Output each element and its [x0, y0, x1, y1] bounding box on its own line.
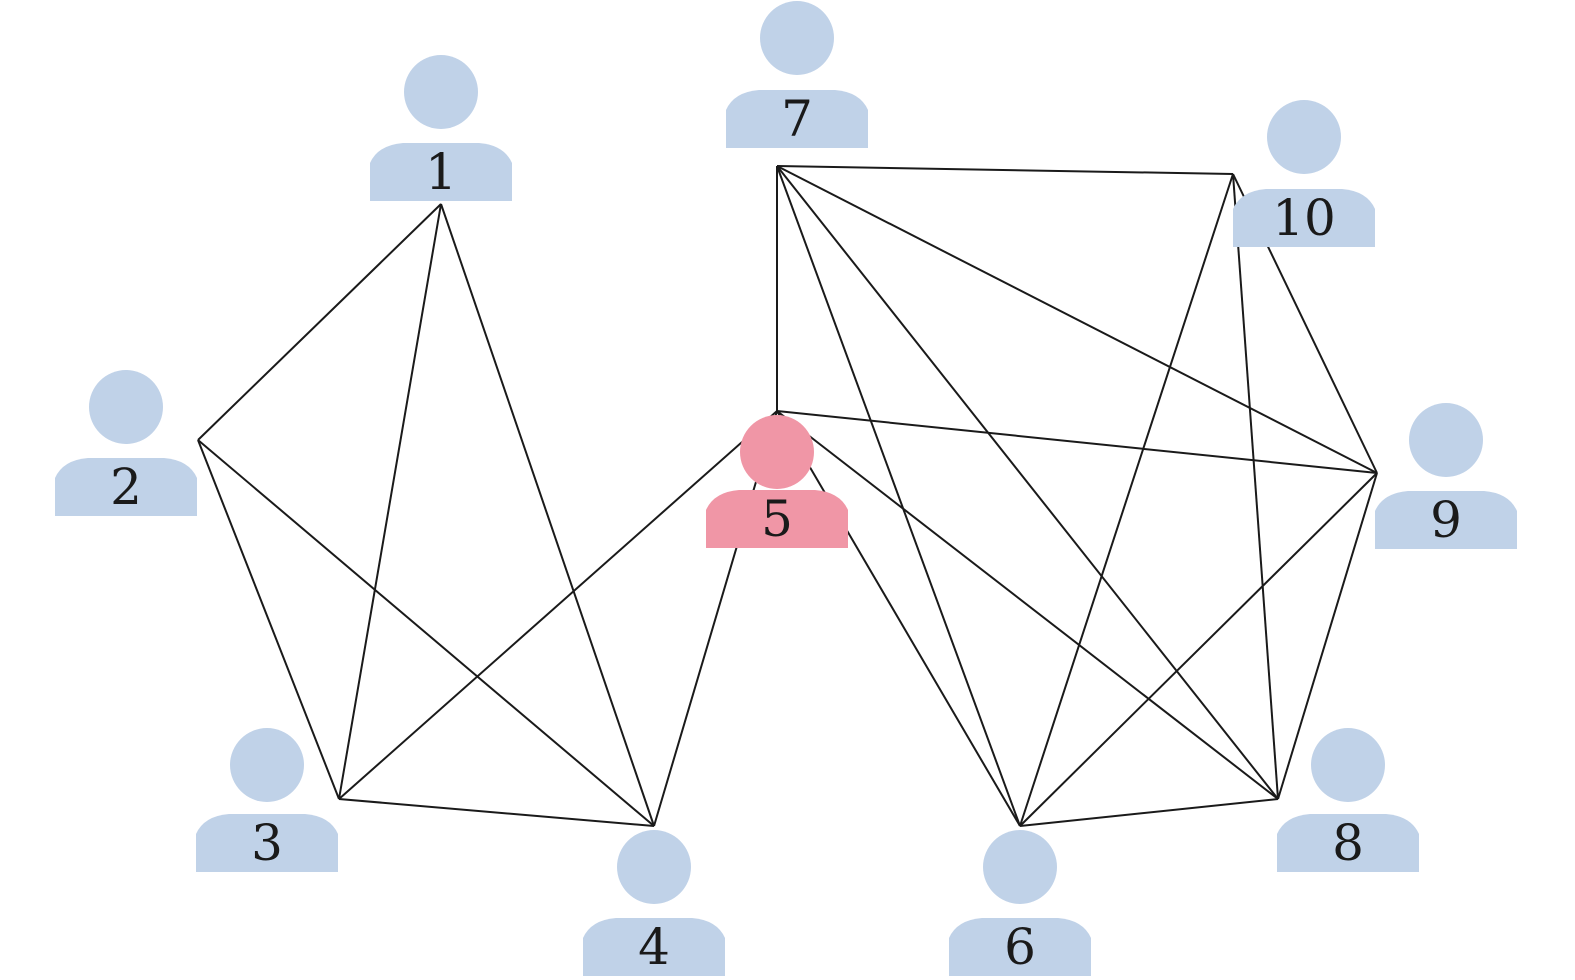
node-layer: 1 2 3 4 5 6 7 8 9 10 [55, 1, 1517, 976]
edge-2-3 [197, 439, 340, 800]
person-icon [949, 918, 1091, 976]
edge-1-4 [440, 203, 655, 827]
person-icon-head [1267, 100, 1341, 174]
node-label: 1 [425, 143, 457, 201]
node-label: 5 [761, 490, 793, 548]
edge-3-4 [338, 798, 655, 827]
node-label: 8 [1332, 814, 1364, 872]
person-icon [1277, 814, 1419, 872]
person-icon [726, 90, 868, 148]
node-3: 3 [196, 728, 338, 872]
node-label: 6 [1004, 918, 1036, 976]
edge-6-8 [1019, 798, 1279, 827]
person-icon-head [1409, 403, 1483, 477]
person-icon-head [760, 1, 834, 75]
person-icon [583, 918, 725, 976]
node-label: 2 [110, 458, 142, 516]
node-5: 5 [706, 415, 848, 548]
person-icon-head [230, 728, 304, 802]
node-1: 1 [370, 55, 512, 201]
node-6: 6 [949, 830, 1091, 976]
edge-3-5 [338, 410, 778, 800]
edge-2-4 [197, 439, 655, 827]
node-2: 2 [55, 370, 197, 516]
edge-10-8 [1232, 173, 1279, 800]
person-icon-head [983, 830, 1057, 904]
node-4: 4 [583, 830, 725, 976]
person-icon [706, 490, 848, 548]
edge-5-6 [776, 410, 1021, 827]
edge-7-9 [776, 165, 1378, 474]
edge-7-10 [776, 165, 1234, 175]
person-icon [1375, 491, 1517, 549]
person-icon [196, 814, 338, 872]
person-icon-head [89, 370, 163, 444]
edge-10-6 [1019, 173, 1234, 827]
edge-layer [197, 165, 1378, 827]
node-label: 3 [251, 814, 283, 872]
node-8: 8 [1277, 728, 1419, 872]
edge-5-8 [776, 410, 1279, 800]
node-label: 4 [638, 918, 670, 976]
person-icon-head [617, 830, 691, 904]
person-icon [1233, 189, 1375, 247]
edge-1-2 [197, 203, 442, 441]
edge-7-6 [776, 165, 1021, 827]
person-icon-head [404, 55, 478, 129]
node-9: 9 [1375, 403, 1517, 549]
person-icon-head [740, 415, 814, 489]
node-label: 7 [781, 90, 813, 148]
edge-1-3 [338, 203, 442, 800]
person-icon [370, 143, 512, 201]
node-label: 9 [1430, 491, 1462, 549]
edge-5-9 [776, 410, 1378, 474]
edge-7-8 [776, 165, 1279, 800]
edge-8-9 [1277, 472, 1378, 800]
node-7: 7 [726, 1, 868, 148]
person-icon-head [1311, 728, 1385, 802]
node-10: 10 [1233, 100, 1375, 247]
node-label: 10 [1272, 189, 1336, 247]
person-icon [55, 458, 197, 516]
edge-6-9 [1019, 472, 1378, 827]
